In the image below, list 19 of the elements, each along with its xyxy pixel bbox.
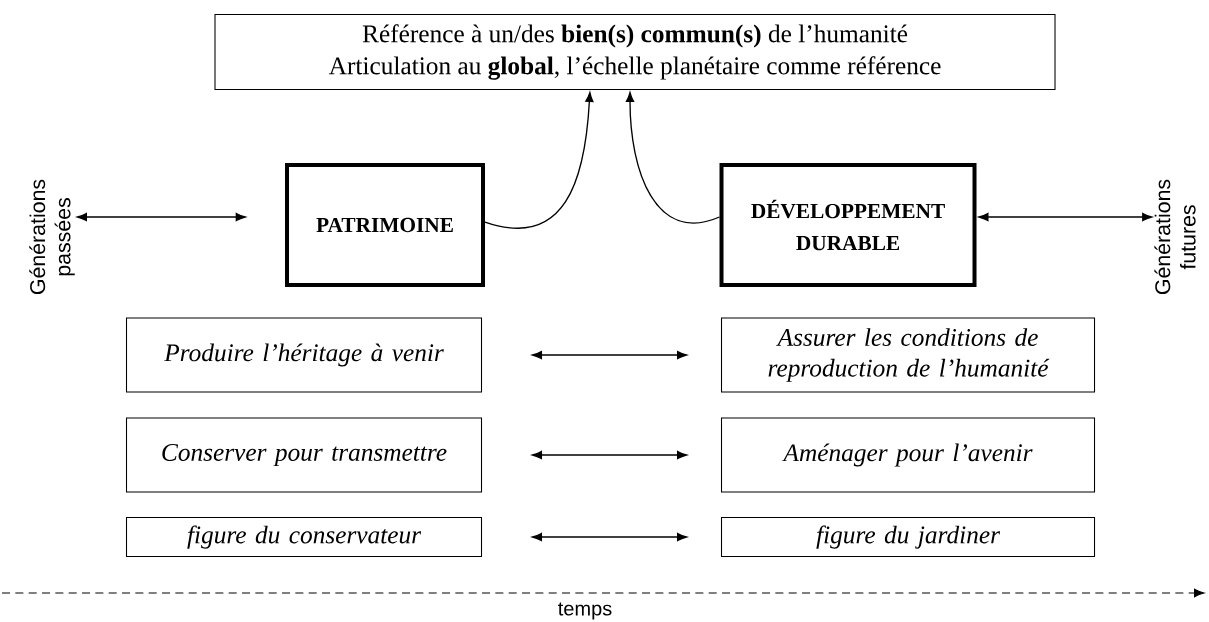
arrow xyxy=(978,212,1153,222)
text-box: figure du conservateur xyxy=(125,516,483,558)
arrow xyxy=(532,350,687,360)
text-box: Produire l’héritage à venir xyxy=(125,317,483,393)
text-box: Assurer les conditions de reproduction de l’humanité xyxy=(720,317,1096,393)
concept-box: PATRIMOINE xyxy=(285,163,485,287)
text-box: Aménager pour l’avenir xyxy=(720,417,1096,493)
arrow xyxy=(625,92,721,224)
arrow xyxy=(532,532,687,542)
arrow xyxy=(532,450,687,460)
rotated-label: Générations futures xyxy=(1154,179,1196,295)
axis-label: temps xyxy=(558,602,612,620)
text-box: Conserver pour transmettre xyxy=(125,417,483,493)
text-box: figure du jardiner xyxy=(720,516,1096,558)
arrow xyxy=(484,92,594,229)
arrow xyxy=(77,212,246,222)
rotated-label: Générations passées xyxy=(29,179,75,295)
concept-box: DÉVELOPPEMENT DURABLE xyxy=(719,163,977,287)
text-box: Référence à un/des bien(s) commun(s) de l’humanité Articulation au global, l’échelle planétaire comme référence xyxy=(214,13,1056,91)
